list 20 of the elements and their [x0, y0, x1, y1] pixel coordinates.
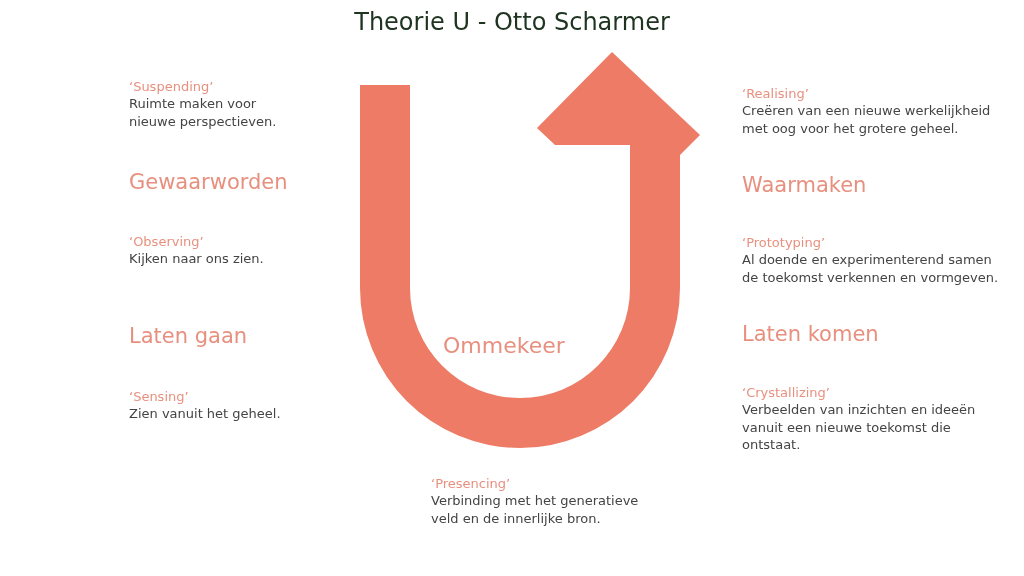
stage-label: Ommekeer [443, 332, 565, 360]
stage-name: ‘Prototyping’ [742, 234, 827, 252]
stage-name: ‘Observing’ [129, 233, 205, 251]
phase-heading: Laten komen [742, 321, 880, 348]
stage-name: ‘Presencing’ [431, 475, 512, 493]
description-text: Kijken naar ons zien. [129, 250, 265, 268]
phase-heading: Laten gaan [129, 323, 249, 350]
stage-name: ‘Suspending’ [129, 78, 215, 96]
phase-heading: Waarmaken [742, 172, 868, 199]
description-text: Zien vanuit het geheel. [129, 405, 282, 423]
description-text: Verbinding met het generatieve veld en de innerlijke bron. [431, 492, 640, 528]
description-text: Al doende en experimenterend samen de toekomst verkennen en vormgeven. [742, 251, 1000, 287]
stage-name: ‘Realising’ [742, 85, 810, 103]
description-text: Ruimte maken voor nieuwe perspectieven. [129, 95, 278, 131]
description-text: Verbeelden van inzichten en ideeën vanuit een nieuwe toekomst die ontstaat. [742, 401, 977, 454]
diagram-title: Theorie U - Otto Scharmer [353, 7, 671, 38]
stage-name: ‘Crystallizing’ [742, 384, 831, 402]
phase-heading: Gewaarworden [129, 169, 289, 196]
description-text: Creëren van een nieuwe werkelijkheid met oog voor het grotere geheel. [742, 102, 992, 138]
stage-name: ‘Sensing’ [129, 388, 190, 406]
